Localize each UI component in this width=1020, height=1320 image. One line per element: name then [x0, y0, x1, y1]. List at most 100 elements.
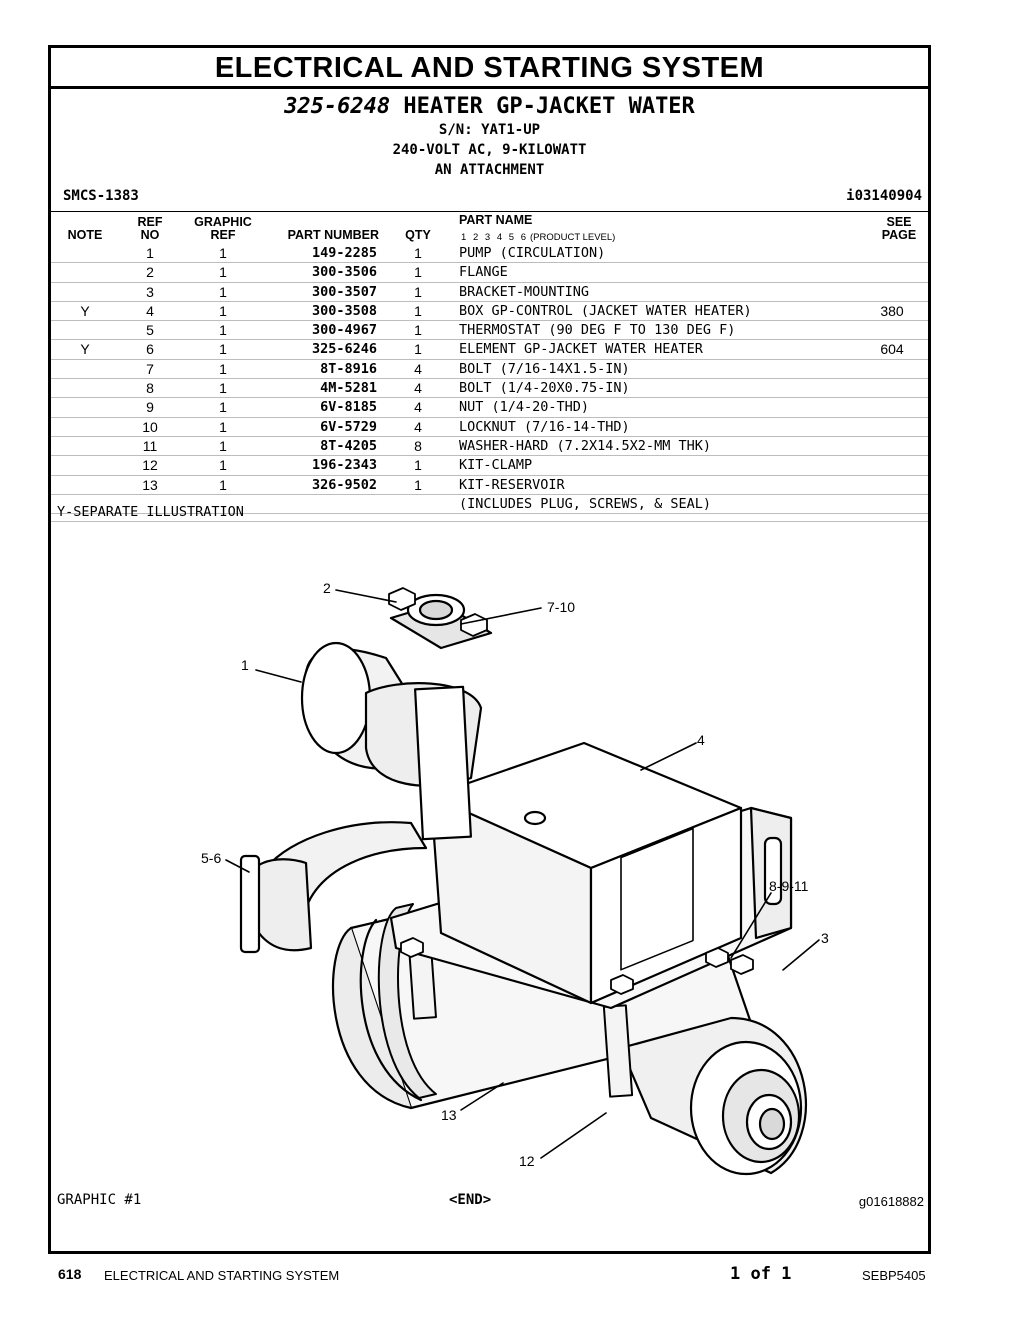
part-name-cell: KIT-RESERVOIR: [459, 476, 565, 493]
qty-cell: 1: [414, 457, 422, 474]
col-part-name-header: PART NAME: [459, 213, 533, 227]
part-number-cell: 149-2285: [311, 245, 377, 261]
qty-cell: 4: [414, 380, 422, 397]
callout-label: 4: [697, 732, 705, 748]
end-marker: <END>: [449, 1192, 492, 1208]
level: 6: [520, 232, 526, 243]
document-number: SEBP5405: [862, 1268, 926, 1283]
callout-label: 2: [323, 580, 331, 596]
document-id: i03140904: [846, 188, 922, 204]
qty-cell: 1: [414, 245, 422, 261]
part-name-cell: (INCLUDES PLUG, SCREWS, & SEAL): [459, 495, 711, 512]
product-levels: 1 2 3 4 5 6(PRODUCT LEVEL): [461, 232, 615, 243]
group-type: AN ATTACHMENT: [434, 162, 545, 178]
footnote-rule: [51, 521, 928, 522]
ref-cell: 5: [146, 322, 154, 339]
level: 5: [508, 232, 515, 243]
page-of: 1 of 1: [730, 1264, 792, 1284]
col-note-header: NOTE: [67, 228, 103, 242]
footnote: Y-SEPARATE ILLUSTRATION: [57, 504, 244, 520]
qty-cell: 1: [414, 322, 422, 339]
part-number-cell: 325-6246: [311, 341, 377, 358]
callout-label: 1: [241, 657, 249, 673]
group-part-number: 325-6248: [284, 94, 391, 119]
ref-cell: 2: [146, 264, 154, 281]
note-cell: Y: [80, 341, 90, 358]
ref-cell: 10: [142, 418, 158, 435]
level: 1: [461, 232, 467, 243]
graphic-ref-cell: 1: [219, 302, 227, 319]
part-name-cell: BRACKET-MOUNTING: [459, 283, 590, 300]
ref-cell: 8: [146, 380, 154, 397]
part-number-cell: 300-4967: [311, 322, 377, 339]
col-ref-top: REF: [137, 215, 163, 229]
graphic-ref-cell: 1: [219, 360, 227, 377]
qty-cell: 1: [414, 302, 422, 319]
col-graphic-bottom: REF: [210, 228, 236, 242]
part-name-cell: FLANGE: [459, 264, 508, 281]
part-name-cell: NUT (1/4-20-THD): [459, 399, 590, 416]
part-number-cell: 4M-5281: [320, 380, 377, 397]
col-part-number-header: PART NUMBER: [287, 228, 379, 242]
part-number-cell: 8T-4205: [320, 437, 377, 454]
see-page-cell: 380: [880, 302, 904, 319]
part-number-cell: 300-3508: [311, 302, 377, 319]
leader-lines: [225, 589, 820, 1159]
part-number-cell: 326-9502: [311, 476, 377, 493]
part-number-cell: 6V-5729: [320, 418, 377, 435]
ref-cell: 9: [146, 399, 154, 416]
part-name-cell: ELEMENT GP-JACKET WATER HEATER: [459, 341, 703, 358]
col-see-bottom: PAGE: [881, 228, 917, 242]
callout-label: 5-6: [201, 850, 221, 866]
part-name-cell: BOX GP-CONTROL (JACKET WATER HEATER): [459, 302, 752, 319]
callout-label: 13: [441, 1107, 457, 1123]
page-number: 618: [58, 1266, 82, 1282]
end-cap: [619, 1016, 807, 1176]
part-number-cell: 300-3506: [311, 264, 377, 281]
group-name: HEATER GP-JACKET WATER: [403, 94, 695, 119]
ref-cell: 11: [142, 437, 158, 454]
graphic-ref-cell: 1: [219, 264, 227, 281]
part-number-cell: 300-3507: [311, 283, 377, 300]
qty-cell: 4: [414, 360, 422, 377]
part-name-cell: BOLT (1/4-20X0.75-IN): [459, 380, 630, 397]
qty-cell: 4: [414, 399, 422, 416]
see-page-cell: 604: [880, 341, 904, 358]
part-name-cell: KIT-CLAMP: [459, 457, 533, 474]
graphic-id: g01618882: [858, 1194, 924, 1209]
footer-section: ELECTRICAL AND STARTING SYSTEM: [104, 1268, 340, 1283]
col-graphic-top: GRAPHIC: [194, 215, 252, 229]
qty-cell: 1: [414, 476, 422, 493]
qty-cell: 1: [414, 341, 422, 358]
pump: [300, 593, 493, 841]
part-name-cell: LOCKNUT (7/16-14-THD): [459, 418, 630, 435]
parts-row: 8 1 4M-5281 4 BOLT (1/4-20X0.75-IN): [51, 379, 928, 399]
callout-label: 3: [821, 930, 829, 946]
part-name-cell: WASHER-HARD (7.2X14.5X2-MM THK): [459, 437, 711, 454]
graphic-ref-cell: 1: [219, 380, 227, 397]
ref-cell: 12: [142, 457, 158, 474]
level: 3: [484, 232, 491, 243]
qty-cell: 8: [414, 437, 422, 454]
note-cell: Y: [80, 302, 90, 319]
col-qty-header: QTY: [405, 228, 431, 242]
serial-range: S/N: YAT1-UP: [438, 122, 541, 138]
section-title: ELECTRICAL AND STARTING SYSTEM: [51, 48, 928, 89]
level: 4: [496, 232, 503, 243]
group-title: 325-6248 HEATER GP-JACKET WATER: [51, 94, 928, 119]
bolts: [388, 587, 754, 995]
page-frame: ELECTRICAL AND STARTING SYSTEM 325-6248 …: [48, 45, 931, 1254]
part-number-cell: 8T-8916: [320, 360, 377, 377]
part-name-cell: BOLT (7/16-14X1.5-IN): [459, 360, 630, 377]
part-name-cell: PUMP (CIRCULATION): [459, 245, 606, 261]
ref-cell: 1: [146, 245, 154, 261]
